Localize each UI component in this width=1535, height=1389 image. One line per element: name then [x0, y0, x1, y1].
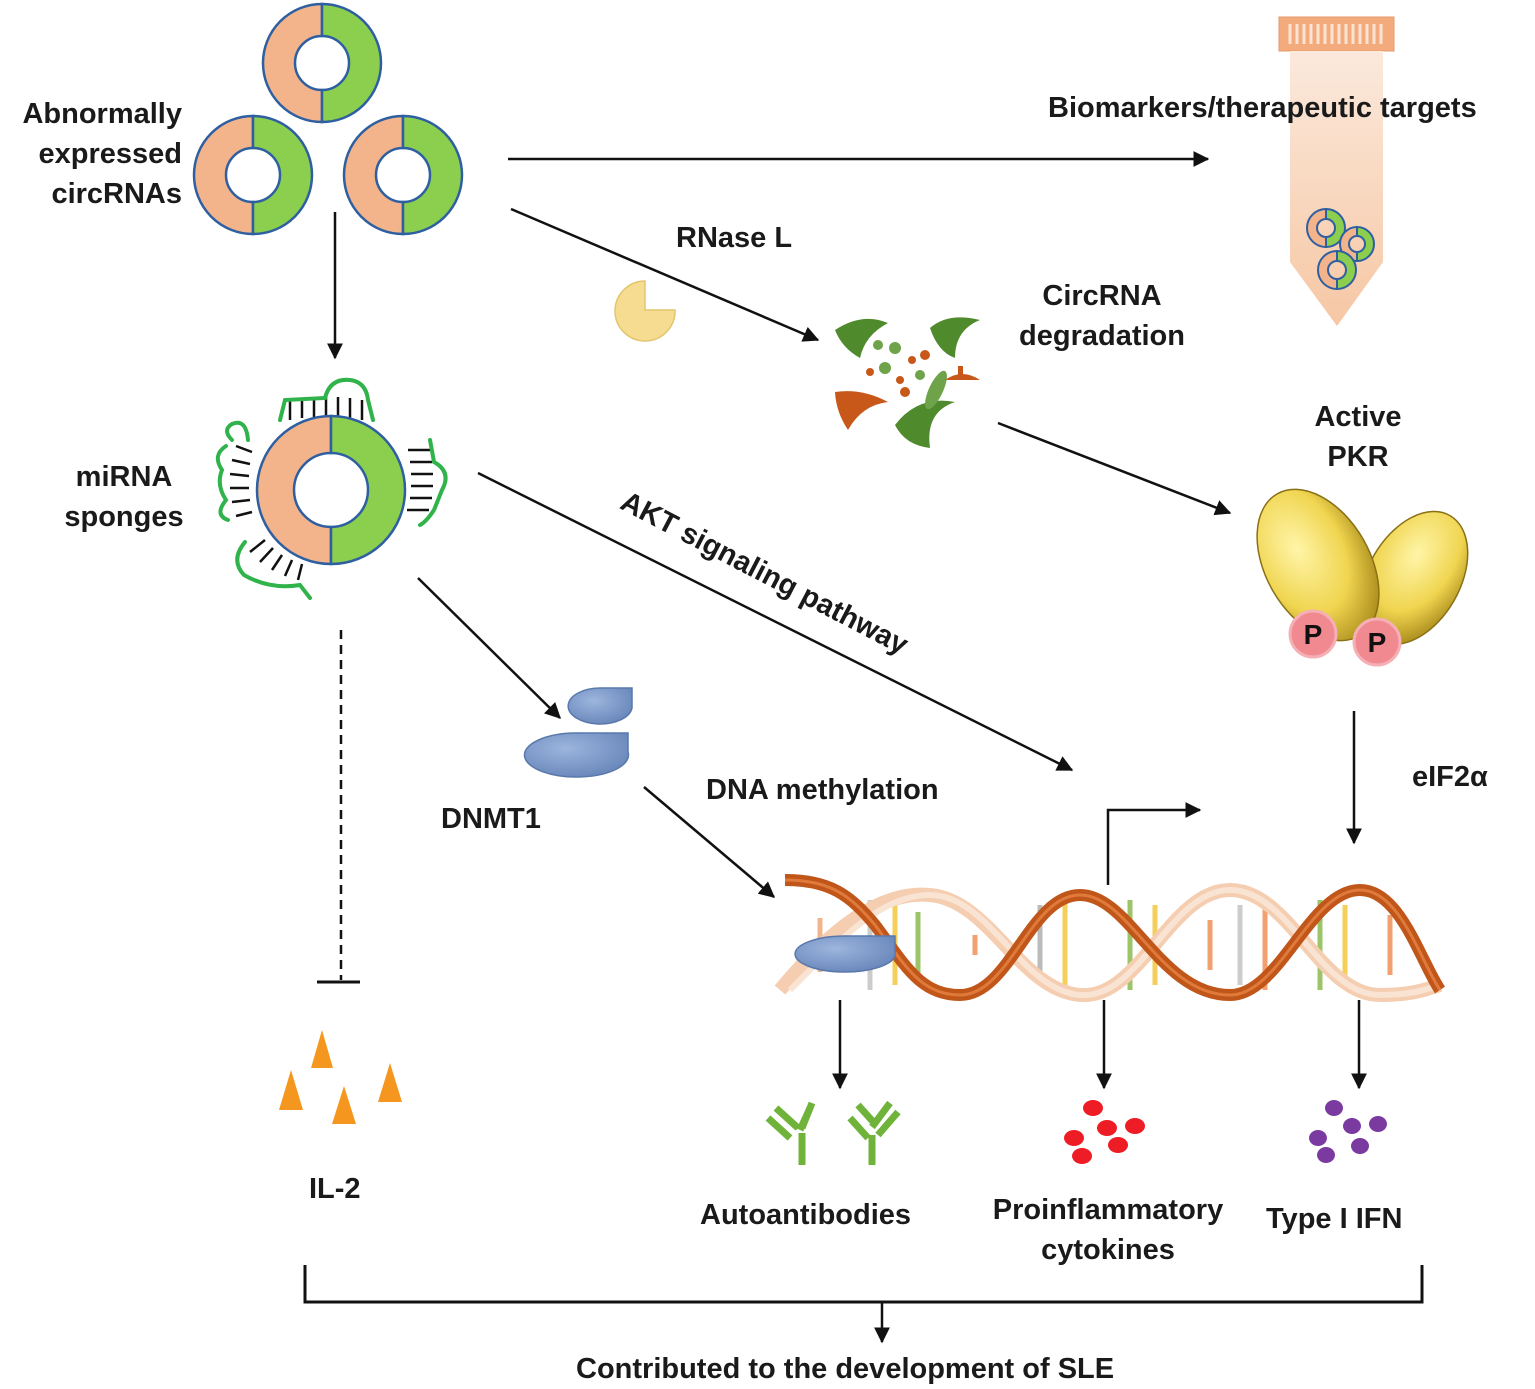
arrow-to-degradation: [510, 207, 820, 342]
bottom-bracket: [303, 1265, 1424, 1304]
label-conclusion: Contributed to the development of SLE: [576, 1353, 1115, 1385]
label-autoantibodies: Autoantibodies: [700, 1199, 912, 1231]
circrna-ring: [342, 114, 464, 236]
svg-text:P: P: [1368, 627, 1387, 658]
il2-icon: [279, 1030, 402, 1124]
label-dnmt1: DNMT1: [441, 803, 541, 835]
label-dna-methylation: DNA methylation: [706, 774, 939, 806]
arrow-to-dnmt1: [417, 577, 561, 719]
label-active-pkr: Active PKR: [1314, 401, 1402, 473]
arrow-degradation-to-pkr: [997, 421, 1232, 516]
label-proinflammatory-cytokines: Proinflammatory cytokines: [992, 1194, 1224, 1266]
circrna-ring: [192, 114, 314, 236]
circrna-ring: [261, 2, 383, 124]
phospho-p-left: P: [1288, 609, 1338, 659]
label-abnormal-circrnas: Abnormally expressed circRNAs: [22, 98, 182, 210]
inhibition-il2: [317, 630, 360, 984]
cytokine-icon: [1064, 1100, 1145, 1164]
circrna-fragments-icon: [835, 317, 980, 448]
arrow-transcription-start: [1106, 802, 1202, 885]
label-rnase-l: RNase L: [676, 222, 793, 254]
label-eif2a: eIF2α: [1412, 761, 1488, 793]
rnase-l-icon: [614, 280, 676, 342]
dnmt1-icon: [523, 687, 633, 778]
label-il2: IL-2: [309, 1173, 361, 1205]
arrows: [327, 151, 1367, 1344]
active-pkr-icon: P P: [1256, 488, 1469, 667]
arrow-dnmt1-to-dna: [643, 786, 776, 898]
autoantibody-icon: [847, 1100, 901, 1165]
dnmt1-bound-icon: [794, 935, 896, 973]
tube-circrna: [1317, 249, 1357, 291]
arrow-akt: [477, 471, 1074, 772]
label-circrna-degradation: CircRNA degradation: [1019, 280, 1185, 352]
autoantibody-icon: [765, 1101, 816, 1165]
svg-text:P: P: [1304, 619, 1323, 650]
phospho-p-right: P: [1352, 617, 1402, 667]
label-biomarkers: Biomarkers/therapeutic targets: [1048, 92, 1477, 124]
mirna-sponge-icon: [215, 377, 448, 600]
label-type1-ifn: Type I IFN: [1266, 1203, 1403, 1235]
ifn-icon: [1309, 1100, 1387, 1163]
tube-icon: [1278, 16, 1395, 326]
label-mirna-sponges: miRNA sponges: [64, 461, 184, 533]
circrna-cluster: [192, 2, 464, 236]
